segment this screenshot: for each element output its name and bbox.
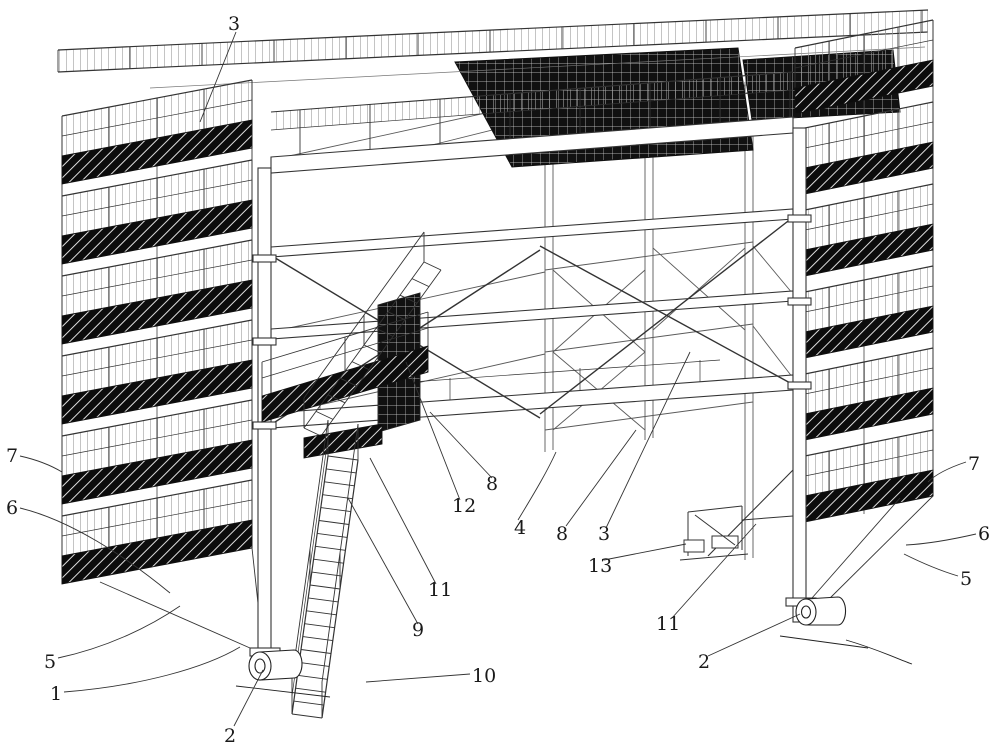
- callout-11-right: 11: [656, 613, 680, 635]
- callout-3-right: 3: [598, 523, 610, 545]
- leader-8-right: [565, 429, 637, 527]
- leader-9: [347, 497, 419, 625]
- mezzanine-platform: [261, 311, 429, 423]
- right-platform-stack: [794, 19, 934, 607]
- leader-2-left: [233, 669, 264, 727]
- leader-1: [63, 646, 241, 693]
- callout-4: 4: [514, 517, 526, 539]
- callout-7-right: 7: [968, 453, 980, 475]
- left-roller: [235, 649, 331, 698]
- leader-4: [517, 451, 557, 521]
- callout-3-top-left: 3: [228, 13, 240, 35]
- callout-11-left: 11: [428, 579, 452, 601]
- callout-9: 9: [412, 619, 424, 641]
- callout-13: 13: [588, 555, 612, 577]
- callout-1: 1: [50, 683, 62, 705]
- callout-8-right: 8: [556, 523, 568, 545]
- leader-10: [365, 673, 471, 683]
- upper-stair: [303, 231, 442, 437]
- leader-5-right: [903, 553, 959, 577]
- front-edge-guardrail: [270, 71, 794, 155]
- callout-2-left: 2: [224, 725, 236, 747]
- leader-6-right: [905, 533, 977, 546]
- support-bracket: [679, 505, 794, 561]
- leader-13: [603, 543, 687, 561]
- leader-5-left: [57, 605, 181, 659]
- leader-3-top-left: [199, 31, 237, 123]
- callout-8-left: 8: [486, 473, 498, 495]
- leader-12: [405, 361, 461, 501]
- leader-11-right: [671, 523, 757, 619]
- callout-12: 12: [452, 495, 476, 517]
- callout-2-right: 2: [698, 651, 710, 673]
- leader-7-right: [927, 461, 967, 483]
- callout-labels: 3 7 6 5 1 2 10 9 11 12 8 4 8 3 13 11 2 7…: [6, 13, 990, 747]
- leader-6-left: [19, 507, 171, 594]
- leader-lines: [19, 31, 977, 727]
- leader-2-right: [707, 613, 801, 657]
- left-platform-stack: [61, 79, 263, 649]
- callout-10: 10: [472, 665, 496, 687]
- top-guardrail: [57, 9, 929, 73]
- leader-3-right: [605, 351, 691, 529]
- callout-5-left: 5: [44, 651, 56, 673]
- callout-6-right: 6: [978, 523, 990, 545]
- leader-7-left: [19, 455, 63, 473]
- right-roller: [779, 596, 913, 665]
- front-stair: [291, 419, 383, 719]
- callout-5-right: 5: [960, 568, 972, 590]
- leader-8-left: [429, 411, 493, 479]
- leader-11-left: [369, 457, 437, 585]
- callout-6-left: 6: [6, 497, 18, 519]
- callout-7-left: 7: [6, 445, 18, 467]
